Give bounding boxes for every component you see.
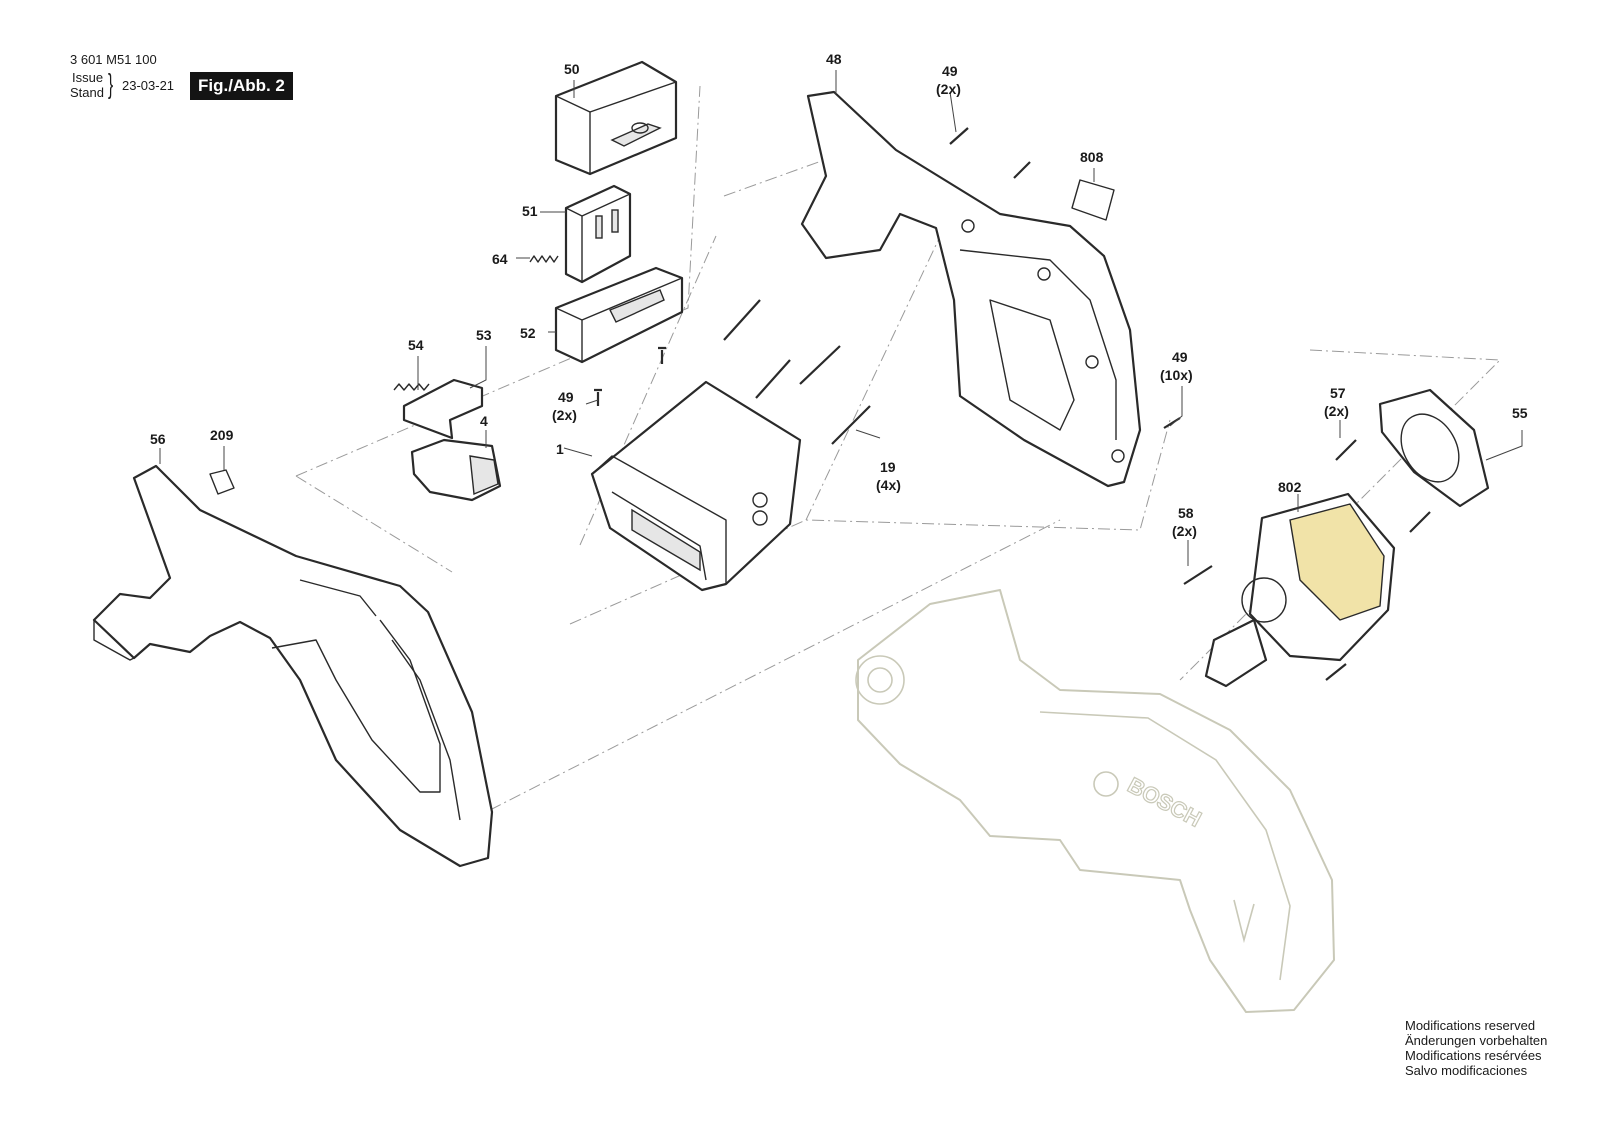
notice-line-de: Änderungen vorbehalten — [1405, 1033, 1548, 1048]
part-50-cover — [554, 60, 678, 176]
callout-209: 209 — [210, 427, 234, 443]
leader-lines — [159, 70, 1523, 566]
callouts: 50 51 64 52 49 (2x) 1 54 53 4 56 209 48 … — [150, 51, 1528, 539]
callout-64: 64 — [492, 251, 508, 267]
part-808-label — [1071, 179, 1115, 221]
callout-57-qty: (2x) — [1324, 403, 1349, 419]
callout-808: 808 — [1080, 149, 1104, 165]
figure-badge: Fig./Abb. 2 — [190, 72, 293, 100]
brace-icon: } — [108, 68, 114, 99]
callout-1: 1 — [556, 441, 564, 457]
callout-49-mid: 49 — [558, 389, 574, 405]
part-51-switch-plate — [564, 184, 632, 284]
callout-51: 51 — [522, 203, 538, 219]
part-54-spring — [393, 383, 430, 391]
issue-date: 23-03-21 — [122, 78, 175, 93]
issue-label: Issue — [72, 70, 104, 85]
callout-19: 19 — [880, 459, 896, 475]
part-number: 3 601 M51 100 — [70, 52, 157, 67]
callout-53: 53 — [476, 327, 492, 343]
notice-line-en: Modifications reserved — [1405, 1018, 1536, 1033]
callout-802: 802 — [1278, 479, 1302, 495]
callout-55: 55 — [1512, 405, 1528, 421]
part-53-slider — [402, 378, 484, 440]
gearbox-blade-guard: BOSCH — [855, 589, 1335, 1013]
part-56-handle — [92, 464, 494, 868]
callout-19-qty: (4x) — [876, 477, 901, 493]
stand-label: Stand — [70, 85, 104, 100]
callout-49-top: 49 — [942, 63, 958, 79]
part-55-end-cap — [1378, 388, 1490, 508]
screws — [594, 127, 1431, 681]
part-52-lower-housing — [554, 266, 684, 364]
callout-50: 50 — [564, 61, 580, 77]
callout-56: 56 — [150, 431, 166, 447]
callout-49-right: 49 — [1172, 349, 1188, 365]
callout-49-right-qty: (10x) — [1160, 367, 1193, 383]
part-64-spring — [529, 255, 559, 263]
callout-58: 58 — [1178, 505, 1194, 521]
modification-notice: Modifications reserved Änderungen vorbeh… — [1405, 1018, 1547, 1078]
part-48-handle-half — [800, 90, 1142, 488]
part-1-motor-housing — [590, 380, 802, 592]
part-802-motor — [1204, 492, 1396, 688]
callout-49-mid-qty: (2x) — [552, 407, 577, 423]
callout-52: 52 — [520, 325, 536, 341]
notice-line-fr: Modifications resérvées — [1405, 1048, 1542, 1063]
callout-57: 57 — [1330, 385, 1346, 401]
part-4-switch — [410, 438, 502, 502]
callout-4: 4 — [480, 413, 488, 429]
notice-line-es: Salvo modificaciones — [1405, 1063, 1528, 1078]
callout-48: 48 — [826, 51, 842, 67]
part-209-label — [209, 469, 235, 495]
callout-58-qty: (2x) — [1172, 523, 1197, 539]
callout-49-top-qty: (2x) — [936, 81, 961, 97]
callout-54: 54 — [408, 337, 424, 353]
